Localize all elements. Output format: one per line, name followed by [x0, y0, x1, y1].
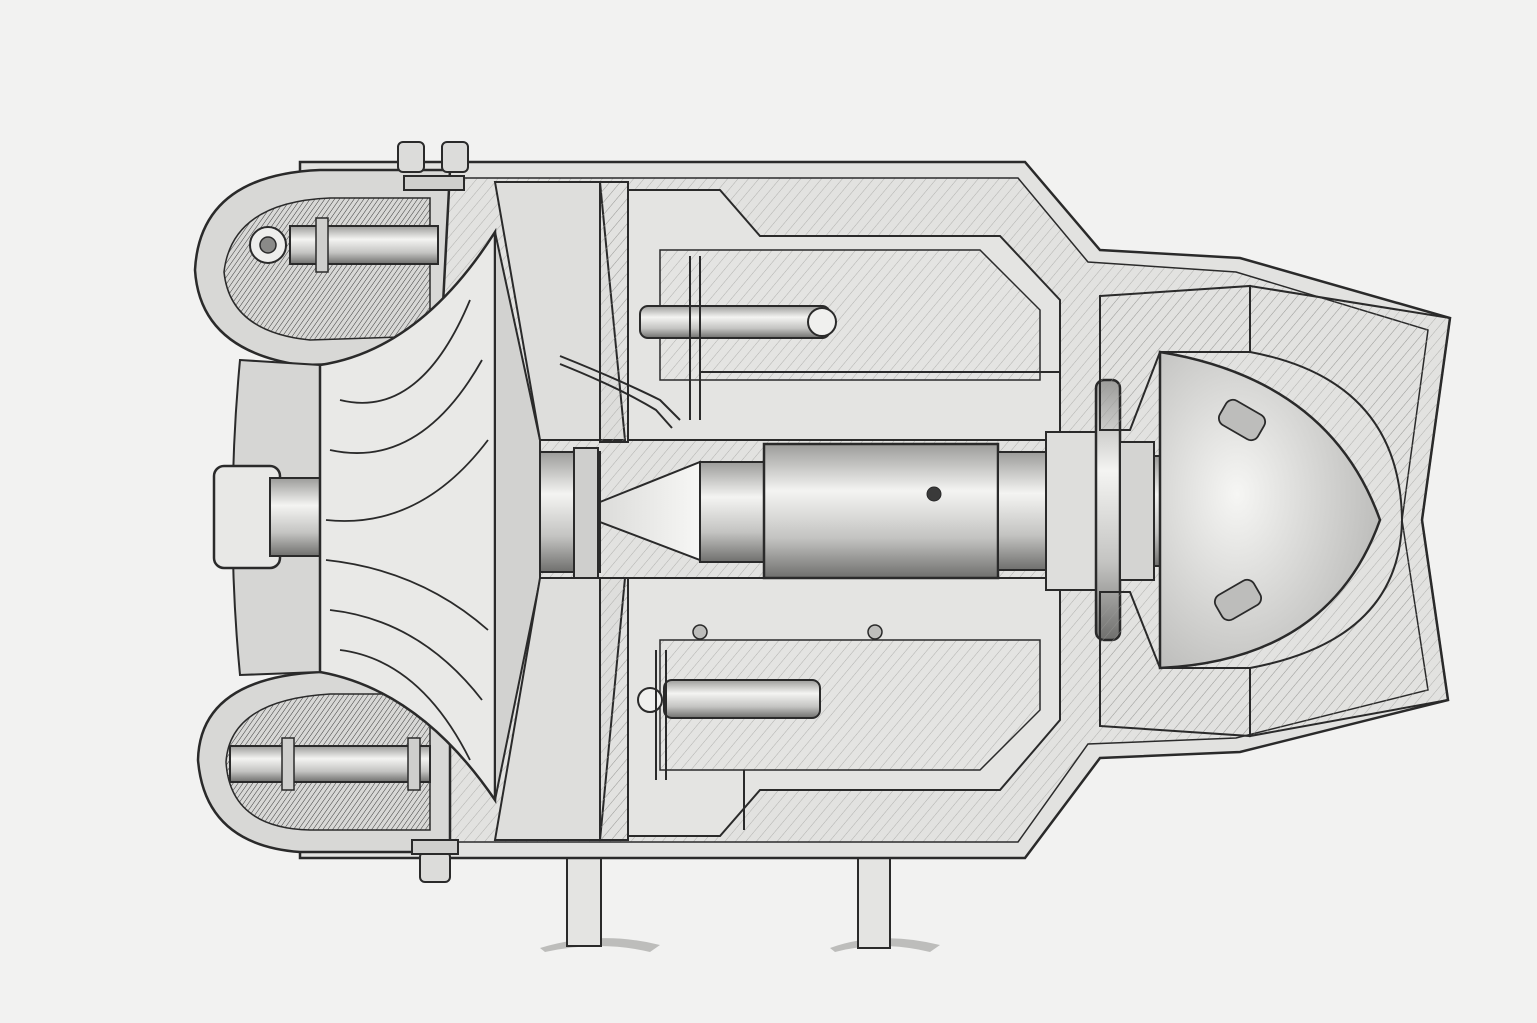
inlet-lip-lower — [196, 670, 452, 854]
exhaust-nozzle — [1249, 284, 1452, 738]
combustion-chamber-upper — [559, 189, 1061, 441]
fittings — [397, 141, 469, 883]
inlet-lip-upper — [193, 168, 452, 367]
diffuser-bulkhead — [493, 181, 629, 841]
turbine-section — [1099, 284, 1382, 738]
inlet-duct — [212, 358, 345, 677]
combustion-chamber-lower — [627, 577, 1061, 837]
compressor-impeller — [318, 227, 541, 805]
